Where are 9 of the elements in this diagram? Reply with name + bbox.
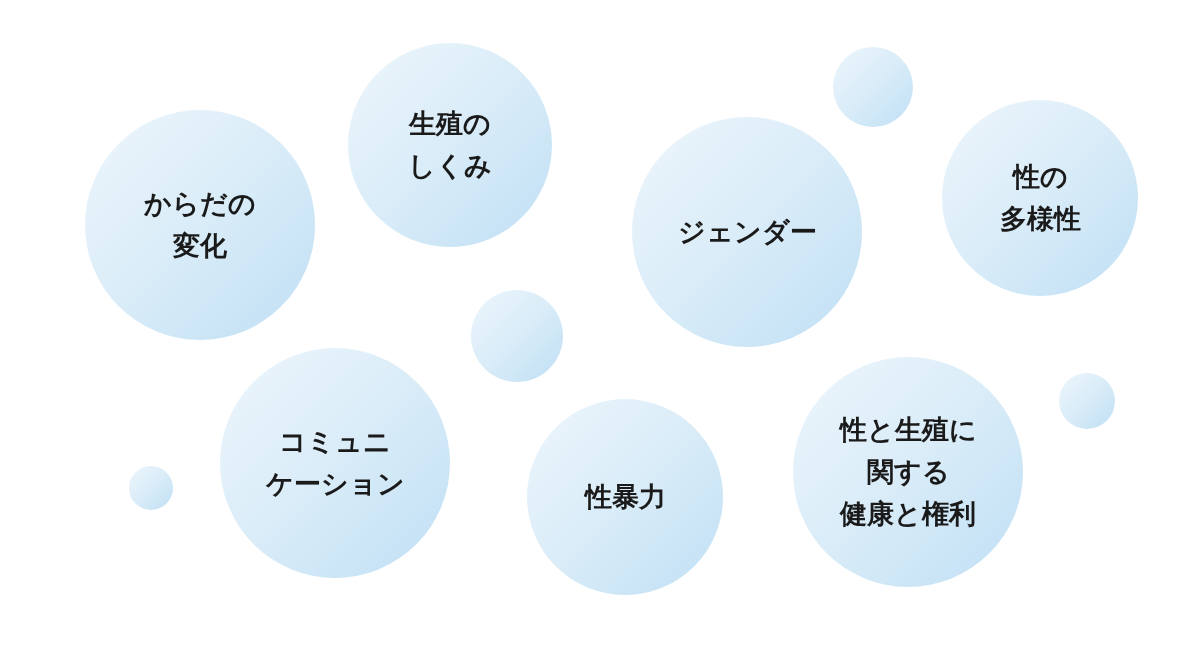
topic-label: ジェンダー xyxy=(677,215,817,249)
bubble-circle xyxy=(1059,373,1115,429)
topic-label: 性と生殖に関する健康と権利 xyxy=(839,413,977,531)
bubble-circle xyxy=(129,466,173,510)
topic-label: 生殖のしくみ xyxy=(408,107,492,183)
topic-label: コミュニケーション xyxy=(265,425,405,501)
topic-label: 性暴力 xyxy=(584,480,666,514)
topic-label: 性の多様性 xyxy=(999,160,1081,236)
topic-label: からだの変化 xyxy=(144,187,256,263)
